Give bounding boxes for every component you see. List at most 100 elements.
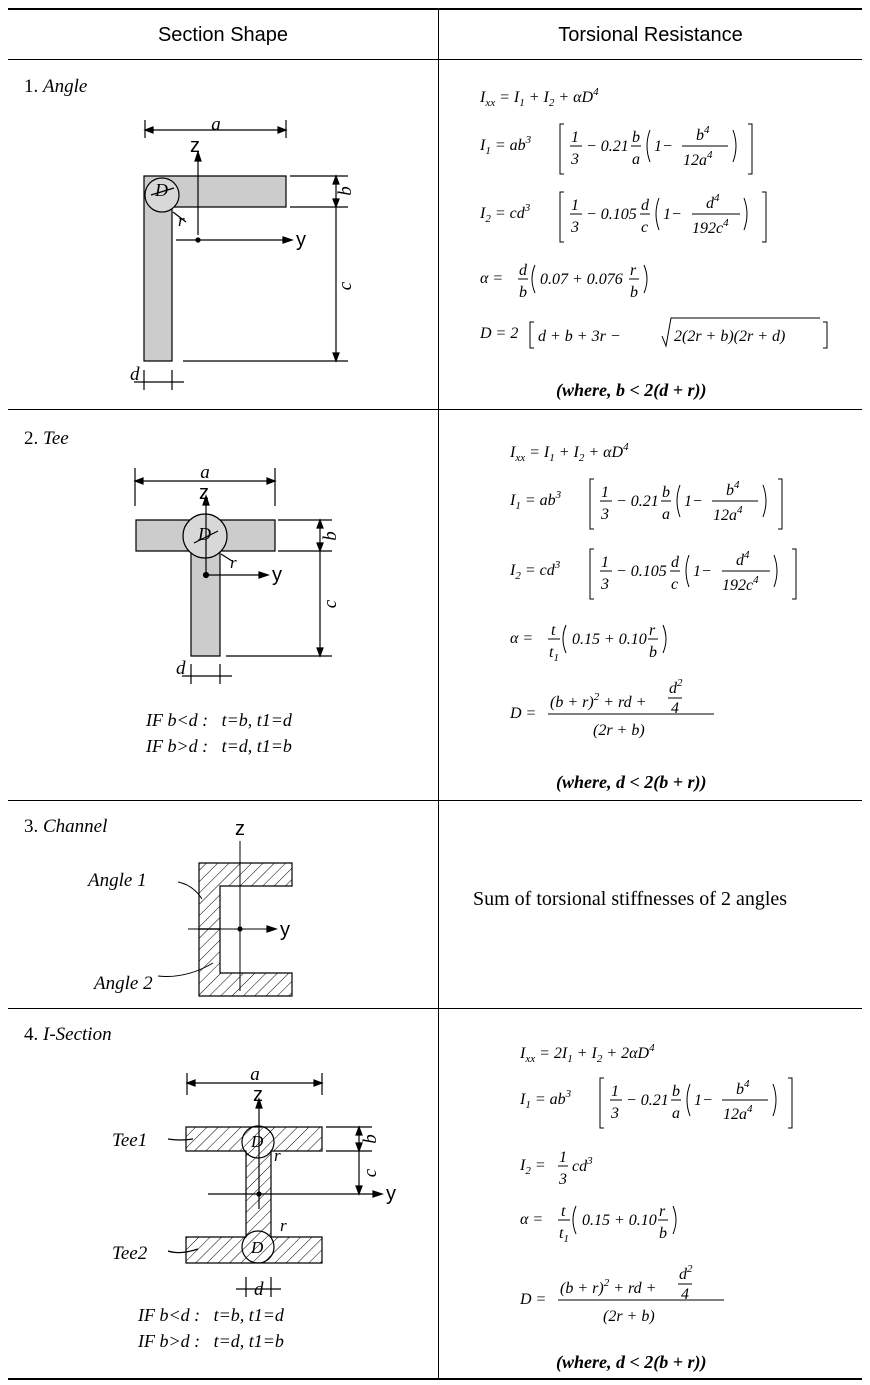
angle-section-diagram: a z y D r b c d	[130, 114, 356, 390]
svg-text:3: 3	[570, 219, 579, 236]
svg-text:r: r	[178, 211, 185, 230]
svg-text:y: y	[280, 919, 290, 941]
svg-text:3: 3	[600, 576, 609, 593]
column-divider	[438, 8, 439, 1380]
i-section-condition-1: IF b<d : t=b, t1=d	[138, 1305, 284, 1325]
header-rule	[8, 59, 862, 60]
svg-text:b: b	[519, 284, 527, 301]
svg-text:D =: D =	[519, 1291, 546, 1308]
torsion-table: Section Shape Torsional Resistance 1. An…	[8, 8, 862, 1380]
svg-text:b: b	[632, 129, 640, 146]
svg-text:1−: 1−	[693, 563, 712, 580]
tee-where-condition: (where, d < 2(b + r))	[556, 772, 707, 792]
svg-text:1: 1	[601, 554, 609, 571]
svg-text:12a4: 12a4	[683, 149, 713, 169]
svg-text:d: d	[519, 262, 528, 279]
svg-text:a: a	[662, 506, 670, 523]
svg-text:c: c	[320, 599, 341, 608]
svg-text:a: a	[211, 114, 221, 135]
svg-text:r: r	[659, 1203, 666, 1220]
svg-text:D =: D =	[509, 705, 536, 722]
svg-text:(2r + b): (2r + b)	[603, 1308, 655, 1325]
svg-text:t1: t1	[559, 1225, 569, 1245]
svg-text:d: d	[641, 197, 650, 214]
svg-text:r: r	[649, 622, 656, 639]
svg-text:4: 4	[681, 1286, 689, 1303]
svg-text:r: r	[280, 1216, 287, 1235]
angle-where-condition: (where, b < 2(d + r))	[556, 380, 707, 400]
svg-text:4: 4	[671, 700, 679, 717]
svg-text:z: z	[235, 818, 245, 840]
header-torsional-resistance: Torsional Resistance	[558, 24, 743, 46]
svg-text:α =: α =	[520, 1211, 543, 1228]
svg-text:− 0.21: − 0.21	[586, 138, 629, 155]
svg-text:(b + r)2 + rd +: (b + r)2 + rd +	[550, 691, 646, 711]
svg-text:t: t	[561, 1203, 566, 1220]
tee-section-diagram: a z y D r b c d	[133, 462, 341, 684]
svg-text:d2: d2	[669, 677, 683, 697]
svg-text:D: D	[154, 180, 168, 200]
svg-text:r: r	[630, 262, 637, 279]
svg-text:− 0.21: − 0.21	[616, 493, 659, 510]
svg-text:12a4: 12a4	[713, 504, 743, 524]
svg-text:1: 1	[571, 129, 579, 146]
svg-text:c: c	[335, 281, 356, 290]
svg-text:d: d	[254, 1279, 264, 1299]
svg-text:3: 3	[610, 1105, 619, 1122]
tee-formulas: Ixx = I1 + I2 + αD4 I1 = ab3 I2 = cd3 α …	[509, 441, 797, 739]
svg-text:I2 = cd3: I2 = cd3	[509, 559, 561, 582]
table-top-rule	[8, 8, 862, 10]
i-section-diagram: a z y D D r r b c d Tee1 Tee2	[112, 1064, 396, 1299]
svg-text:y: y	[272, 564, 282, 586]
svg-text:Ixx = 2I1 + I2 + 2αD4: Ixx = 2I1 + I2 + 2αD4	[519, 1042, 655, 1065]
svg-text:cd3: cd3	[572, 1155, 593, 1175]
row-divider-1	[8, 409, 862, 410]
svg-text:12a4: 12a4	[723, 1103, 753, 1123]
svg-text:I2 =: I2 =	[519, 1157, 546, 1177]
svg-text:D: D	[250, 1238, 264, 1257]
svg-text:a: a	[200, 462, 210, 483]
svg-text:− 0.105: − 0.105	[586, 206, 637, 223]
svg-text:d2: d2	[679, 1263, 693, 1283]
svg-text:1−: 1−	[694, 1092, 713, 1109]
svg-text:192c4: 192c4	[722, 574, 759, 594]
svg-text:Angle 2: Angle 2	[92, 973, 153, 994]
row-divider-2	[8, 800, 862, 801]
svg-text:b: b	[649, 644, 657, 661]
svg-text:a: a	[250, 1064, 260, 1085]
svg-text:b: b	[672, 1083, 680, 1100]
svg-text:d: d	[176, 658, 186, 679]
svg-text:1: 1	[601, 484, 609, 501]
svg-text:t1: t1	[549, 644, 559, 664]
svg-text:1: 1	[559, 1149, 567, 1166]
row-label-tee: 2. Tee	[24, 428, 69, 449]
svg-text:b: b	[662, 484, 670, 501]
svg-text:(b + r)2 + rd +: (b + r)2 + rd +	[560, 1277, 656, 1297]
svg-text:Angle 1: Angle 1	[86, 870, 147, 891]
svg-text:2(2r + b)(2r + d): 2(2r + b)(2r + d)	[674, 328, 785, 345]
svg-text:r: r	[230, 553, 237, 572]
svg-text:z: z	[253, 1084, 263, 1106]
svg-text:I1 = ab3: I1 = ab3	[479, 134, 532, 157]
svg-text:c: c	[671, 576, 678, 593]
svg-text:y: y	[296, 229, 306, 251]
svg-text:(2r + b): (2r + b)	[593, 722, 645, 739]
svg-text:t: t	[551, 622, 556, 639]
svg-text:b: b	[659, 1225, 667, 1242]
svg-text:1: 1	[611, 1083, 619, 1100]
svg-text:I1 = ab3: I1 = ab3	[519, 1088, 572, 1111]
svg-text:D: D	[250, 1132, 264, 1151]
svg-text:d: d	[130, 364, 140, 385]
svg-text:D: D	[197, 524, 211, 544]
svg-text:I2 = cd3: I2 = cd3	[479, 202, 531, 225]
svg-text:d + b + 3r −: d + b + 3r −	[538, 328, 621, 345]
svg-text:Ixx = I1 + I2 + αD4: Ixx = I1 + I2 + αD4	[479, 86, 599, 109]
angle-formulas: Ixx = I1 + I2 + αD4 I1 = ab3 I2 = cd3 α …	[479, 86, 828, 349]
svg-text:r: r	[274, 1146, 281, 1165]
i-section-where-condition: (where, d < 2(b + r))	[556, 1352, 707, 1372]
svg-text:d: d	[671, 554, 680, 571]
svg-text:α =: α =	[480, 270, 503, 287]
row-label-channel: 3. Channel	[24, 816, 108, 837]
svg-text:3: 3	[558, 1171, 567, 1188]
svg-text:192c4: 192c4	[692, 217, 729, 237]
